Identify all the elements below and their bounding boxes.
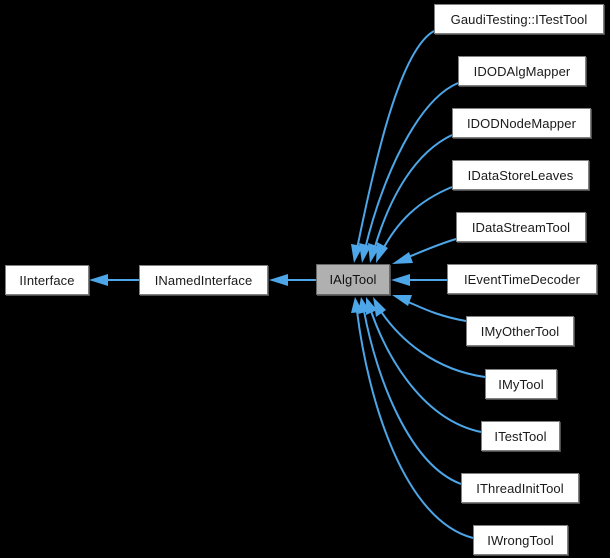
node-label-imytool: IMyTool: [498, 376, 544, 392]
node-inamedinterface[interactable]: INamedInterface: [139, 265, 268, 295]
edge-iwrongtool-to-ialgtool: [351, 297, 474, 539]
node-label-inamedinterface: INamedInterface: [154, 272, 253, 288]
node-ieventtimedecoder[interactable]: IEventTimeDecoder: [447, 264, 597, 294]
node-itesttool[interactable]: ITestTool: [481, 421, 560, 451]
node-label-iwrongtool: IWrongTool: [487, 532, 554, 548]
node-imyothertool[interactable]: IMyOtherTool: [466, 316, 574, 346]
node-idodnodemapper[interactable]: IDODNodeMapper: [452, 108, 591, 138]
node-iwrongtool[interactable]: IWrongTool: [473, 525, 568, 555]
edge-itesttool-to-ialgtool: [366, 297, 482, 433]
edge-ithreadinittool-to-ialgtool: [358, 297, 462, 485]
node-label-ithreadinittool: IThreadInitTool: [476, 480, 564, 496]
edge-inamedinterface-to-iinterface: [89, 274, 139, 286]
edge-gauditesting-itesttool-to-ialgtool: [351, 30, 435, 263]
node-label-imyothertool: IMyOtherTool: [480, 323, 560, 339]
node-ithreadinittool[interactable]: IThreadInitTool: [461, 473, 579, 503]
node-label-idodnodemapper: IDODNodeMapper: [466, 115, 577, 131]
edge-idodalgmapper-to-ialgtool: [359, 82, 459, 263]
node-idatastoreleaves[interactable]: IDataStoreLeaves: [452, 160, 589, 190]
edge-imyothertool-to-ialgtool: [392, 295, 467, 322]
node-iinterface[interactable]: IInterface: [5, 265, 89, 295]
node-gauditesting-itesttool[interactable]: GaudiTesting::ITestTool: [434, 4, 604, 34]
node-label-ieventtimedecoder: IEventTimeDecoder: [463, 271, 581, 287]
node-label-gauditesting-itesttool: GaudiTesting::ITestTool: [450, 11, 588, 27]
edge-idatastreamtool-to-ialgtool: [392, 238, 457, 264]
edge-ieventtimedecoder-to-ialgtool: [391, 274, 447, 286]
edge-idatastoreleaves-to-ialgtool: [376, 186, 453, 263]
edge-ialgtool-to-inamedinterface: [269, 274, 316, 286]
node-label-iinterface: IInterface: [19, 272, 75, 288]
node-label-ialgtool: IAlgTool: [329, 272, 377, 287]
node-ialgtool[interactable]: IAlgTool: [316, 264, 390, 295]
node-idodalgmapper[interactable]: IDODAlgMapper: [458, 56, 586, 86]
node-label-itesttool: ITestTool: [494, 428, 547, 444]
node-label-idatastoreleaves: IDataStoreLeaves: [467, 167, 574, 183]
edge-imytool-to-ialgtool: [373, 297, 486, 378]
node-label-idodalgmapper: IDODAlgMapper: [473, 63, 571, 79]
node-label-idatastreamtool: IDataStreamTool: [471, 219, 571, 235]
node-imytool[interactable]: IMyTool: [485, 369, 557, 399]
node-idatastreamtool[interactable]: IDataStreamTool: [456, 212, 586, 242]
